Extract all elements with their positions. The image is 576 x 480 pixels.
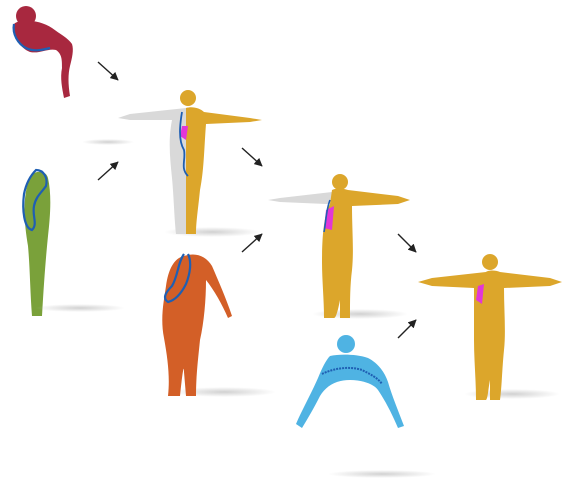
green-shadow xyxy=(35,304,125,312)
arrow-orange-to-stage-2 xyxy=(242,234,262,252)
blue-head xyxy=(337,335,355,353)
stage-2-body xyxy=(268,174,410,319)
arrow-blue-to-stage-3 xyxy=(398,320,416,338)
stage-1-filled-region xyxy=(186,107,262,234)
crimson-part xyxy=(14,6,73,98)
green-part xyxy=(23,170,125,316)
stage-2-head xyxy=(332,174,348,190)
stage-3-head xyxy=(482,254,498,270)
arrow-stage-2-to-stage-3 xyxy=(398,234,416,252)
blue-part xyxy=(296,335,436,478)
orange-body xyxy=(162,254,232,396)
crimson-torso xyxy=(14,21,73,98)
stage-2-filled-region xyxy=(322,189,410,319)
stage-1-shadow-left xyxy=(82,139,134,145)
green-body xyxy=(25,172,51,316)
blue-body xyxy=(296,355,404,428)
stage-3-filled-region xyxy=(418,271,562,401)
stage-1-body xyxy=(82,90,262,237)
stage-1-head xyxy=(180,90,196,106)
stage-1-unfilled-region xyxy=(118,108,186,234)
arrow-crimson-to-stage-1 xyxy=(98,62,118,80)
stage-2-unfilled-region xyxy=(268,192,332,204)
arrow-stage-1-to-stage-2 xyxy=(242,148,262,166)
orange-part xyxy=(162,254,276,397)
stage-3-body xyxy=(418,254,562,400)
blue-shadow xyxy=(328,470,436,478)
arrow-green-to-stage-1 xyxy=(98,162,118,180)
